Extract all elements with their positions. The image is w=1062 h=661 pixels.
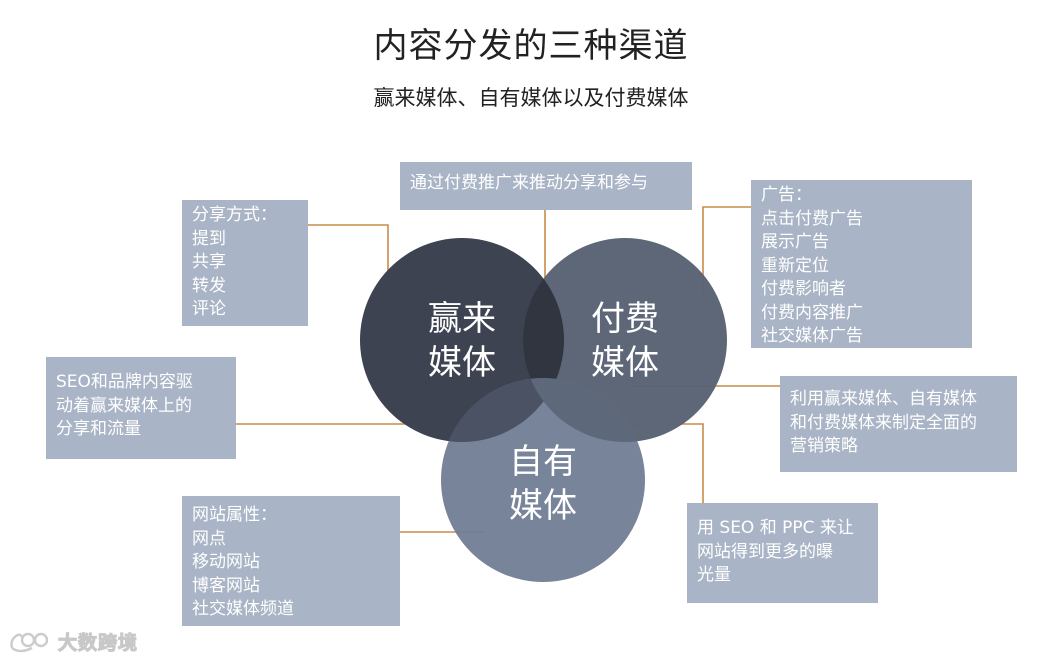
share-methods-line: 评论 bbox=[192, 299, 226, 319]
ads-line: 点击付费广告 bbox=[761, 208, 863, 229]
overlap-paid-owned bbox=[523, 378, 645, 442]
seo-brand-line: SEO和品牌内容驱 bbox=[56, 372, 193, 392]
seo-ppc-line: 用 SEO 和 PPC 来让 bbox=[697, 518, 854, 538]
paid-promotion-box: 通过付费推广来推动分享和参与 bbox=[400, 162, 692, 210]
paid-media-label: 付费 媒体 bbox=[565, 297, 685, 385]
website-properties-line: 移动网站 bbox=[192, 552, 260, 572]
strategy-box: 利用赢来媒体、自有媒体 和付费媒体来制定全面的 营销策略 bbox=[780, 376, 1017, 472]
ads-line: 广告： bbox=[761, 185, 812, 205]
seo-ppc-line: 光量 bbox=[697, 565, 731, 585]
paid-promotion-line: 通过付费推广来推动分享和参与 bbox=[410, 173, 648, 193]
paid-media-label-line1: 付费 bbox=[591, 299, 659, 339]
website-properties-line: 网点 bbox=[192, 528, 226, 549]
owned-media-label-line1: 自有 bbox=[509, 442, 577, 482]
share-methods-line: 共享 bbox=[192, 252, 226, 272]
ads-line: 社交媒体广告 bbox=[761, 326, 863, 346]
connector-ads bbox=[702, 206, 751, 298]
earned-media-label-line2: 媒体 bbox=[428, 343, 496, 383]
seo-brand-box: SEO和品牌内容驱 动着赢来媒体上的 分享和流量 bbox=[46, 357, 236, 459]
page-title: 内容分发的三种渠道 bbox=[373, 26, 689, 66]
share-methods-box: 分享方式： 提到 共享 转发 评论 bbox=[182, 200, 308, 326]
website-properties-line: 博客网站 bbox=[192, 575, 260, 596]
strategy-line: 和付费媒体来制定全面的 bbox=[790, 412, 977, 433]
website-properties-line: 社交媒体频道 bbox=[192, 599, 294, 619]
logo-icon bbox=[10, 632, 49, 653]
strategy-line: 利用赢来媒体、自有媒体 bbox=[790, 389, 977, 409]
website-properties-box: 网站属性： 网点 移动网站 博客网站 社交媒体频道 bbox=[182, 496, 400, 626]
logo-text: 大数跨境 bbox=[57, 631, 139, 654]
ads-line: 展示广告 bbox=[761, 232, 829, 252]
ads-line: 付费影响者 bbox=[761, 279, 846, 299]
page-subtitle: 赢来媒体、自有媒体以及付费媒体 bbox=[373, 86, 689, 110]
share-methods-line: 分享方式： bbox=[192, 205, 277, 225]
website-properties-line: 网站属性： bbox=[192, 505, 277, 525]
overlap-earned-owned bbox=[441, 378, 564, 442]
seo-ppc-box: 用 SEO 和 PPC 来让 网站得到更多的曝 光量 bbox=[687, 503, 878, 603]
owned-media-label: 自有 媒体 bbox=[483, 440, 603, 528]
owned-media-label-line2: 媒体 bbox=[509, 486, 577, 526]
earned-media-label: 赢来 媒体 bbox=[402, 297, 522, 385]
seo-brand-line: 动着赢来媒体上的 bbox=[56, 395, 192, 416]
share-methods-line: 转发 bbox=[192, 275, 226, 296]
seo-ppc-line: 网站得到更多的曝 bbox=[697, 541, 833, 562]
strategy-line: 营销策略 bbox=[790, 436, 858, 456]
ads-line: 重新定位 bbox=[761, 255, 829, 276]
seo-brand-line: 分享和流量 bbox=[56, 419, 141, 439]
ads-line: 付费内容推广 bbox=[761, 302, 863, 323]
watermark-logo: 大数跨境 bbox=[8, 626, 138, 656]
paid-media-label-line2: 媒体 bbox=[591, 343, 659, 383]
share-methods-line: 提到 bbox=[192, 228, 226, 249]
ads-box: 广告： 点击付费广告 展示广告 重新定位 付费影响者 付费内容推广 社交媒体广告 bbox=[751, 180, 972, 348]
earned-media-label-line1: 赢来 bbox=[428, 299, 496, 339]
